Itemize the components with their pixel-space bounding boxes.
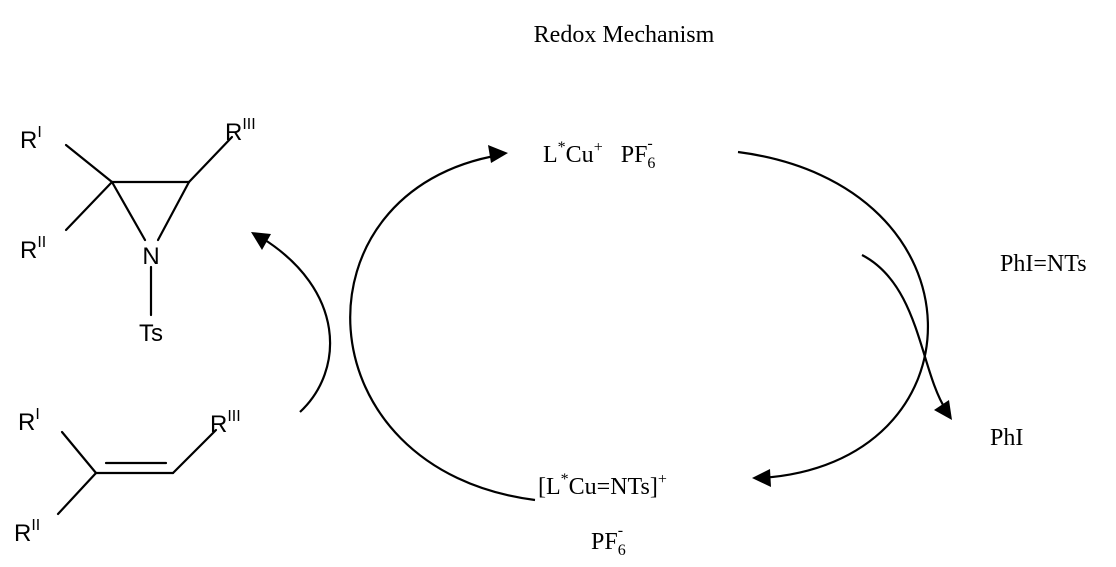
alkene-r1-label: RI <box>18 406 40 436</box>
alkene-bond-r1 <box>60 430 98 475</box>
aziridine-r2-label: RII <box>20 234 46 264</box>
aziridine-bond-r2 <box>64 180 114 232</box>
catalyst-anion-sub: 6 <box>647 155 655 172</box>
catalyst-charge: + <box>594 139 603 156</box>
cycle-arrowhead-bottom <box>752 469 771 487</box>
cycle-arrowhead-top <box>488 145 508 163</box>
reagent-in-label: PhI=NTs <box>1000 251 1087 277</box>
aziridine-bond-r1 <box>64 143 114 184</box>
intermediate-anion-charge: - <box>618 522 623 539</box>
cycle-arc-left <box>349 153 536 502</box>
aziridine-structure: RI RII RIII N Ts <box>20 116 256 347</box>
intermediate-ligand: L <box>546 474 561 500</box>
diagram-title: Redox Mechanism <box>534 22 715 48</box>
alkene-r3-label: RIII <box>210 408 241 438</box>
intermediate-label: [L*Cu=NTs]+ <box>538 471 667 500</box>
reagent-arrowhead <box>934 400 952 420</box>
alkene-structure: RI RII RIII <box>14 406 241 547</box>
alkene-bond-r2 <box>56 471 98 516</box>
catalyst-ligand: L <box>543 142 558 168</box>
catalyst-anion: PF <box>621 142 648 168</box>
cycle-arc-right <box>737 150 929 480</box>
intermediate-anion: PF <box>591 529 618 555</box>
aziridine-ts-label: Ts <box>139 320 163 347</box>
reagent-arc <box>861 254 947 411</box>
catalyst-metal: Cu <box>566 142 594 168</box>
catalyst-star: * <box>558 139 566 156</box>
catalyst-anion-charge: - <box>647 135 652 152</box>
intermediate-anion-label: PF6 - <box>591 522 626 559</box>
alkene-bond-r3 <box>171 428 218 475</box>
intermediate-star: * <box>561 471 569 488</box>
substrate-arc <box>261 237 332 413</box>
reagent-out-label: PhI <box>990 425 1023 451</box>
aziridine-r1-label: RI <box>20 124 42 154</box>
intermediate-anion-sub: 6 <box>618 542 626 559</box>
substrate-arrowhead <box>251 232 271 250</box>
intermediate-bracket: [ <box>538 474 546 500</box>
aziridine-bond-c1n <box>110 180 147 242</box>
catalyst-label: L*Cu+ PF6 - <box>543 135 655 172</box>
aziridine-bond-r3 <box>187 135 234 184</box>
aziridine-r3-label: RIII <box>225 116 256 146</box>
aziridine-bond-c2n <box>156 180 191 242</box>
intermediate-charge: + <box>658 471 667 488</box>
alkene-r2-label: RII <box>14 517 40 547</box>
aziridine-n-label: N <box>142 243 159 270</box>
intermediate-body: Cu=NTs] <box>569 474 658 500</box>
